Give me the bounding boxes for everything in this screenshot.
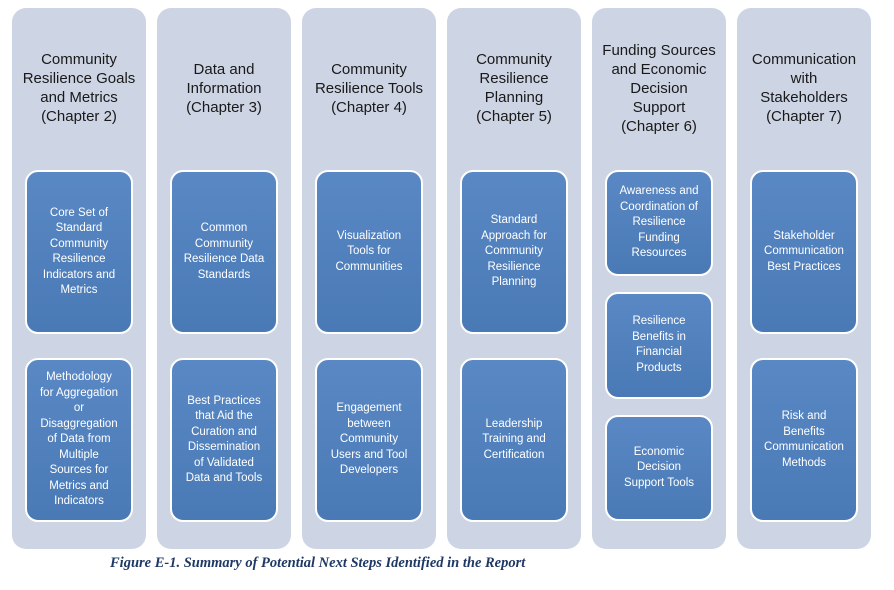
column-boxes: Common Community Resilience Data Standar…: [157, 168, 291, 549]
figure-caption: Figure E-1. Summary of Potential Next St…: [110, 555, 526, 571]
step-box: Stakeholder Communication Best Practices: [750, 170, 858, 334]
column-boxes: Awareness and Coordination of Resilience…: [592, 168, 726, 549]
column-boxes: Standard Approach for Community Resilien…: [447, 168, 581, 549]
column-boxes: Visualization Tools for Communities Enga…: [302, 168, 436, 549]
column-header: Community Resilience Goals and Metrics (…: [22, 51, 136, 125]
column-boxes: Core Set of Standard Community Resilienc…: [12, 168, 146, 549]
chapter-column-goals-metrics: Community Resilience Goals and Metrics (…: [12, 8, 146, 549]
step-box: Core Set of Standard Community Resilienc…: [25, 170, 133, 334]
column-boxes: Stakeholder Communication Best Practices…: [737, 168, 871, 549]
column-header: Community Resilience Planning (Chapter 5…: [476, 51, 552, 125]
step-box: Leadership Training and Certification: [460, 358, 568, 522]
chapter-column-funding-decision-support: Funding Sources and Economic Decision Su…: [592, 8, 726, 549]
step-box: Awareness and Coordination of Resilience…: [605, 170, 713, 277]
step-box: Best Practices that Aid the Curation and…: [170, 358, 278, 522]
step-box: Engagement between Community Users and T…: [315, 358, 423, 522]
next-steps-diagram: Community Resilience Goals and Metrics (…: [12, 8, 874, 549]
step-box: Standard Approach for Community Resilien…: [460, 170, 568, 334]
step-box: Risk and Benefits Communication Methods: [750, 358, 858, 522]
step-box: Resilience Benefits in Financial Product…: [605, 292, 713, 399]
chapter-column-data-information: Data and Information (Chapter 3) Common …: [157, 8, 291, 549]
step-box: Visualization Tools for Communities: [315, 170, 423, 334]
step-box: Common Community Resilience Data Standar…: [170, 170, 278, 334]
chapter-column-resilience-planning: Community Resilience Planning (Chapter 5…: [447, 8, 581, 549]
chapter-column-resilience-tools: Community Resilience Tools (Chapter 4) V…: [302, 8, 436, 549]
column-header: Funding Sources and Economic Decision Su…: [602, 41, 716, 135]
step-box: Methodology for Aggregation or Disaggreg…: [25, 358, 133, 522]
chapter-column-stakeholder-communication: Communication with Stakeholders (Chapter…: [737, 8, 871, 549]
column-header: Data and Information (Chapter 3): [186, 60, 262, 116]
step-box: Economic Decision Support Tools: [605, 414, 713, 521]
column-header: Community Resilience Tools (Chapter 4): [314, 60, 424, 116]
column-header: Communication with Stakeholders (Chapter…: [751, 51, 857, 125]
